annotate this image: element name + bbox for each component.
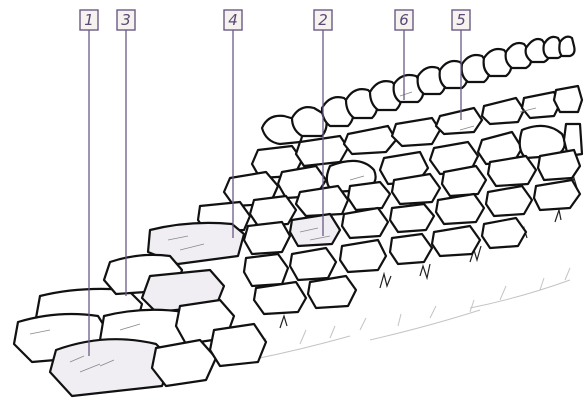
stone-texture [29, 91, 537, 373]
callout-1: 1 [79, 9, 99, 31]
through-end-stones [12, 253, 268, 398]
callout-3: 3 [116, 9, 136, 31]
callout-5: 5 [451, 9, 471, 31]
callout-3-label: 3 [121, 11, 131, 29]
callout-4: 4 [223, 9, 243, 31]
callout-2-label: 2 [318, 11, 328, 29]
leader-lines [88, 30, 462, 356]
callout-5-label: 5 [456, 11, 466, 29]
callout-1-label: 1 [84, 11, 94, 29]
callout-2: 2 [313, 9, 333, 31]
wall-face-stones [146, 84, 584, 316]
callout-4-label: 4 [228, 11, 238, 29]
coping-stones [260, 35, 576, 146]
callout-6: 6 [394, 9, 414, 31]
callout-6-label: 6 [399, 11, 409, 29]
